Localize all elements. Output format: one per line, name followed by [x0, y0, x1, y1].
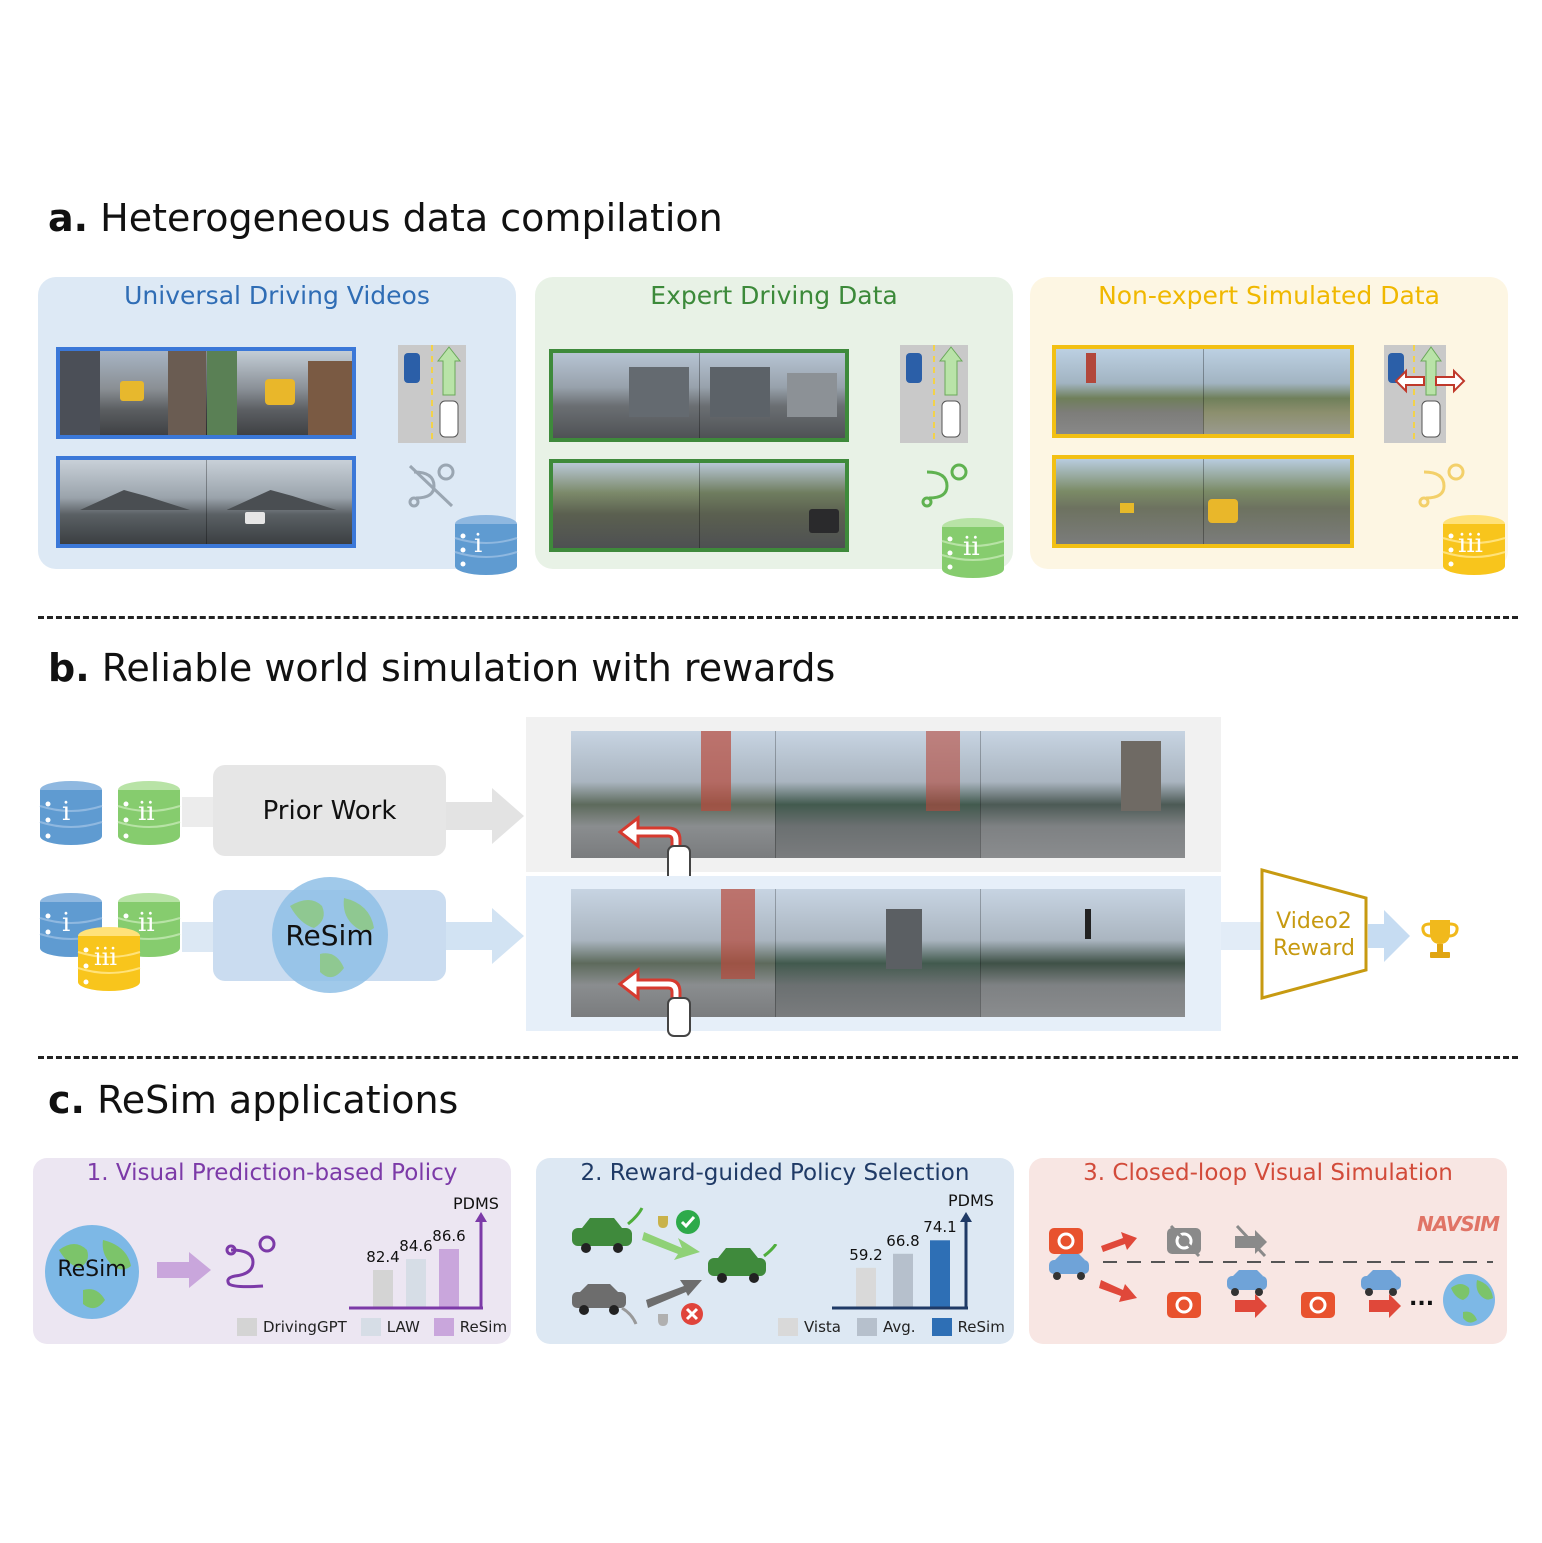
panel-title: Universal Driving Videos: [124, 281, 430, 310]
arrow-right-icon: [446, 908, 524, 964]
legend-swatch: [931, 1318, 952, 1336]
bar-law: [406, 1259, 426, 1307]
legend-label: ReSim: [957, 1318, 1005, 1336]
prior-work-video-strip: [571, 731, 1185, 858]
pdms-label: PDMS: [453, 1194, 499, 1213]
bar-vista: [856, 1267, 876, 1307]
legend-swatch: [778, 1318, 798, 1336]
navsim-logo: NAVSIM: [1417, 1212, 1500, 1236]
left-turn-trajectory-icon: [617, 966, 691, 1037]
legend-label: LAW: [386, 1318, 420, 1336]
database-ii-label: ii: [963, 532, 980, 562]
legend-swatch: [237, 1318, 257, 1336]
section-divider: [38, 616, 1518, 619]
policy-selection-icon: [572, 1207, 703, 1326]
arrow-right-icon: [1368, 910, 1410, 962]
database-i-label: i: [62, 797, 71, 827]
panel-title: Expert Driving Data: [650, 281, 898, 310]
legend-swatch: [360, 1318, 381, 1336]
bar-drivinggpt: [373, 1270, 393, 1307]
ellipsis: ...: [1409, 1286, 1435, 1311]
simulated-image-2: [1052, 455, 1354, 548]
bar-resim: [930, 1240, 950, 1307]
road-multi-trajectory-icon: [1384, 345, 1466, 443]
closed-loop-simulation-panel: 3. Closed-loop Visual Simulation NAVSIM: [1029, 1158, 1507, 1344]
legend-label: Vista: [804, 1318, 841, 1336]
trajectory-icon: [921, 463, 968, 508]
database-ii-label: ii: [138, 908, 155, 938]
database-ii-icon: [117, 781, 181, 845]
closed-loop-diagram: [1049, 1224, 1495, 1326]
trophy-icon: [1421, 920, 1459, 958]
resim-label: ReSim: [285, 919, 374, 952]
road-trajectory-icon: [900, 345, 968, 443]
database-iii-icon: [77, 927, 141, 991]
trajectory-icon: [225, 1235, 276, 1289]
road-trajectory-icon: [398, 345, 466, 443]
database-iii-icon: [1442, 515, 1506, 575]
arrow-right-icon: [446, 788, 524, 844]
trajectory-icon: [1418, 463, 1465, 508]
simulated-image-1: [1052, 345, 1354, 438]
left-turn-trajectory-icon: [617, 814, 691, 885]
universal-driving-videos-panel: Universal Driving Videos: [38, 277, 518, 575]
bar-value-label: 82.4: [366, 1248, 400, 1266]
database-i-icon: [39, 781, 103, 845]
pdms-bar-chart-1: [349, 1212, 487, 1310]
panel-title: 3. Closed-loop Visual Simulation: [1083, 1160, 1453, 1186]
database-i-label: i: [474, 529, 483, 559]
expert-driving-image-2: [549, 459, 849, 552]
non-expert-simulated-data-panel: Non-expert Simulated Data iii: [1030, 277, 1508, 575]
connector: [1221, 922, 1263, 950]
resim-globe-label: ReSim: [57, 1257, 127, 1282]
database-iii-label: iii: [94, 943, 118, 971]
section-a-title: a. Heterogeneous data compilation: [48, 196, 723, 240]
expert-driving-image-1: [549, 349, 849, 442]
chart-legend: Vista Avg. ReSim: [778, 1318, 1005, 1336]
section-b-title: b. Reliable world simulation with reward…: [48, 646, 836, 690]
pdms-bar-chart-2: [832, 1212, 972, 1310]
database-iii-label: iii: [1458, 529, 1483, 559]
video2reward-label: Video2 Reward: [1273, 909, 1355, 961]
connector: [182, 797, 214, 827]
legend-label: Avg.: [883, 1318, 916, 1336]
no-trajectory-icon: [408, 463, 455, 508]
resim-video-strip: [571, 889, 1185, 1017]
database-i-icon: [454, 515, 518, 575]
bar-value-label: 74.1: [923, 1218, 957, 1237]
visual-prediction-policy-panel: 1. Visual Prediction-based Policy ReSim …: [33, 1158, 511, 1344]
driving-video-image-highway: [56, 456, 356, 548]
legend-swatch: [433, 1318, 454, 1336]
section-divider: [38, 1056, 1518, 1059]
chart-legend: DrivingGPT LAW ReSim: [237, 1318, 507, 1336]
reward-guided-policy-panel: 2. Reward-guided Policy Selection PDMS 5…: [536, 1158, 1014, 1344]
bar-resim: [439, 1249, 459, 1307]
pdms-label: PDMS: [948, 1191, 994, 1210]
bar-value-label: 66.8: [886, 1231, 920, 1250]
bar-value-label: 86.6: [432, 1227, 466, 1245]
globe-icon: [45, 1225, 139, 1319]
bar-value-label: 84.6: [399, 1237, 433, 1255]
selected-car-icon: [708, 1244, 778, 1283]
connector: [182, 922, 214, 952]
prior-work-box: Prior Work: [213, 765, 446, 856]
legend-label: DrivingGPT: [263, 1318, 347, 1336]
bar-value-label: 59.2: [849, 1245, 883, 1264]
panel-title: Non-expert Simulated Data: [1098, 281, 1440, 310]
database-ii-label: ii: [138, 797, 155, 827]
expert-driving-data-panel: Expert Driving Data ii: [535, 277, 1013, 578]
panel-title: 2. Reward-guided Policy Selection: [580, 1160, 970, 1186]
legend-label: ReSim: [459, 1318, 508, 1336]
panel-title: 1. Visual Prediction-based Policy: [86, 1160, 458, 1186]
globe-icon: [272, 877, 388, 993]
arrow-right-icon: [157, 1252, 211, 1288]
section-c-title: c. ReSim applications: [48, 1078, 459, 1122]
database-ii-icon: [941, 518, 1005, 578]
video2reward-module: [1260, 868, 1368, 1000]
database-i-label: i: [62, 908, 71, 938]
driving-video-image-city: [56, 347, 356, 439]
legend-swatch: [857, 1318, 877, 1336]
bar-avg: [893, 1253, 913, 1307]
